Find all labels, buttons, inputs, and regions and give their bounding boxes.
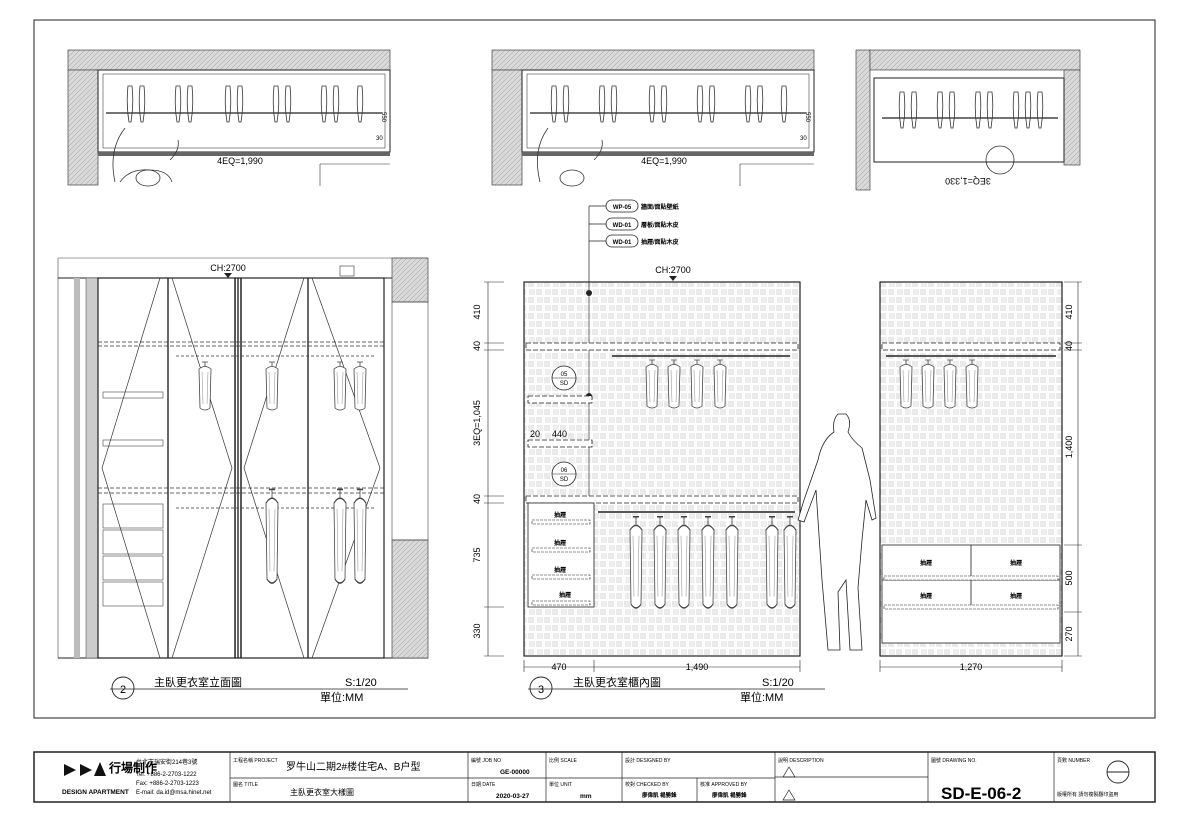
dim-bottom-2: 1,490 bbox=[686, 662, 709, 672]
logo-en: DESIGN APARTMENT bbox=[62, 789, 129, 796]
plan2-width-dim: 4EQ=1,990 bbox=[641, 156, 687, 166]
inner-dim-1: 20 bbox=[530, 429, 540, 439]
drawing-no-label: 圖號 DRAWING NO. bbox=[931, 757, 977, 764]
checked-label: 校對 CHECKED BY bbox=[625, 781, 670, 788]
logo-cn: 行場制作 bbox=[108, 760, 157, 775]
designed-label: 設計 DESIGNED BY bbox=[625, 757, 671, 764]
callout-text-1: 牆面/面貼壁紙 bbox=[641, 203, 679, 211]
dim-left-1: 410 bbox=[472, 304, 482, 319]
title-block: 行場制作 DESIGN APARTMENT 台北市瑞安街214巷3號 Tel: … bbox=[33, 751, 1156, 803]
inner-dim-2: 440 bbox=[552, 429, 567, 439]
e4-dim-3: 1,400 bbox=[1064, 436, 1074, 459]
project-name: 罗牛山二期2#楼住宅A、B户型 bbox=[286, 760, 420, 773]
plan2-side-dim: 30 bbox=[800, 136, 807, 142]
callout-code-2: WD-01 bbox=[613, 223, 632, 229]
elevation-2: CH:2700 2 主臥更衣室立面圖 S:1/20 單位:MM bbox=[57, 257, 429, 704]
drawing-date: 2020-03-27 bbox=[496, 793, 530, 800]
sd-tag-05-num: 05 bbox=[561, 372, 568, 378]
elev3-number: 3 bbox=[538, 684, 544, 696]
sd-tag-06-sd: SD bbox=[560, 477, 569, 483]
unit-label: 單位 UNIT bbox=[549, 781, 572, 788]
e4-dim-5: 270 bbox=[1064, 626, 1074, 641]
elevation-3: WP-05 WD-01 WD-01 牆面/面貼壁紙 層板/面貼木皮 抽屜/面貼木… bbox=[472, 199, 877, 704]
sheet-border bbox=[33, 19, 1156, 719]
date-label: 日期 DATE bbox=[471, 782, 496, 788]
callout-code-3: WD-01 bbox=[613, 240, 632, 246]
plan-view-1: 4EQ=1,990 550 30 bbox=[67, 49, 391, 187]
elev3-ceiling-height: CH:2700 bbox=[655, 265, 691, 275]
elev2-ceiling-height: CH:2700 bbox=[210, 263, 246, 273]
elev2-number: 2 bbox=[120, 684, 126, 696]
e4-drawer-label-2: 抽屜 bbox=[1010, 559, 1022, 567]
drawer-label-3: 抽屜 bbox=[554, 566, 566, 574]
callout-text-3: 抽屜/面貼木皮 bbox=[641, 238, 679, 246]
drawer-label-2: 抽屜 bbox=[554, 539, 566, 547]
elev3-scale: S:1/20 bbox=[762, 677, 794, 689]
drawing-number: SD-E-06-2 bbox=[941, 784, 1021, 803]
elev2-title: 主臥更衣室立面圖 bbox=[154, 675, 242, 689]
scale-label: 比例 SCALE bbox=[549, 757, 577, 764]
job-number: GE-00000 bbox=[500, 769, 530, 776]
drawing-title: 主臥更衣室大樣圖 bbox=[290, 787, 354, 797]
plan2-depth-dim: 550 bbox=[804, 112, 810, 123]
plan3-width-dim: 3EQ=1,330 bbox=[945, 176, 991, 186]
dim-left-5: 735 bbox=[472, 547, 482, 562]
dim-left-6: 330 bbox=[472, 623, 482, 638]
e4-dim-1: 410 bbox=[1064, 304, 1074, 319]
e4-drawer-label-1: 抽屜 bbox=[920, 559, 932, 567]
e4-dim-4: 500 bbox=[1064, 570, 1074, 585]
company-address: 台北市瑞安街214巷3號 bbox=[136, 758, 197, 766]
e4-dim-bottom: 1,270 bbox=[960, 662, 983, 672]
elev2-number-circle bbox=[111, 676, 135, 700]
elevation-4: 抽屜 抽屜 抽屜 抽屜 410 40 1,400 500 270 1,270 bbox=[879, 281, 1082, 672]
checked-by: 廖偉凱 楊勝鋒 bbox=[642, 791, 677, 799]
elev3-number-circle bbox=[529, 676, 553, 700]
plan1-width-dim: 4EQ=1,990 bbox=[217, 156, 263, 166]
plan1-side-dim: 30 bbox=[376, 136, 383, 142]
project-label: 工程名稱 PROJECT bbox=[233, 757, 278, 764]
e4-drawer-label-4: 抽屜 bbox=[1010, 592, 1022, 600]
company-fax: Fax: +886-2-2703-1223 bbox=[136, 781, 200, 787]
elev3-title: 主臥更衣室櫃內圖 bbox=[573, 675, 661, 689]
callout-text-2: 層板/面貼木皮 bbox=[641, 221, 679, 229]
unit-value: mm bbox=[580, 793, 592, 800]
dim-left-2: 40 bbox=[472, 341, 482, 351]
dim-left-4: 40 bbox=[472, 494, 482, 504]
sd-tag-05-sd: SD bbox=[560, 381, 569, 387]
e4-drawer-label-3: 抽屜 bbox=[920, 592, 932, 600]
title-label: 圖名 TITLE bbox=[233, 781, 259, 788]
approved-label: 核准 APPROVED BY bbox=[700, 781, 748, 788]
drawer-label-1: 抽屜 bbox=[554, 511, 566, 519]
dim-left-3: 3EQ=1,045 bbox=[472, 400, 482, 446]
company-email: E-mail: da.id@msa.hinet.net bbox=[136, 790, 212, 796]
logo-mark bbox=[64, 762, 106, 776]
job-label: 編號 JOB NO bbox=[471, 757, 501, 764]
company-tel: Tel: +886-2-2703-1222 bbox=[136, 772, 197, 778]
description-label: 說明 DESCRIPTION bbox=[778, 757, 824, 764]
number-label: 頁數 NUMBER bbox=[1057, 757, 1090, 764]
dim-bottom-1: 470 bbox=[551, 662, 566, 672]
plan-view-2: 4EQ=1,990 550 30 bbox=[491, 49, 815, 187]
human-figure bbox=[797, 413, 877, 651]
plan-view-3: 3EQ=1,330 bbox=[855, 49, 1081, 191]
copyright-note: 版權所有 請勿複製翻印盜用 bbox=[1057, 791, 1118, 798]
elev2-unit: 單位:MM bbox=[320, 690, 363, 704]
approved-by: 廖偉凱 楊勝鋒 bbox=[712, 791, 747, 799]
plan1-depth-dim: 550 bbox=[380, 112, 386, 123]
elev2-scale: S:1/20 bbox=[345, 677, 377, 689]
callout-code-1: WP-05 bbox=[613, 205, 632, 211]
e4-dim-2: 40 bbox=[1064, 341, 1074, 351]
drawer-label-4: 抽屜 bbox=[559, 591, 571, 599]
elev3-unit: 單位:MM bbox=[740, 690, 783, 704]
revision-triangles bbox=[782, 766, 796, 801]
sd-tag-06-num: 06 bbox=[561, 468, 568, 474]
